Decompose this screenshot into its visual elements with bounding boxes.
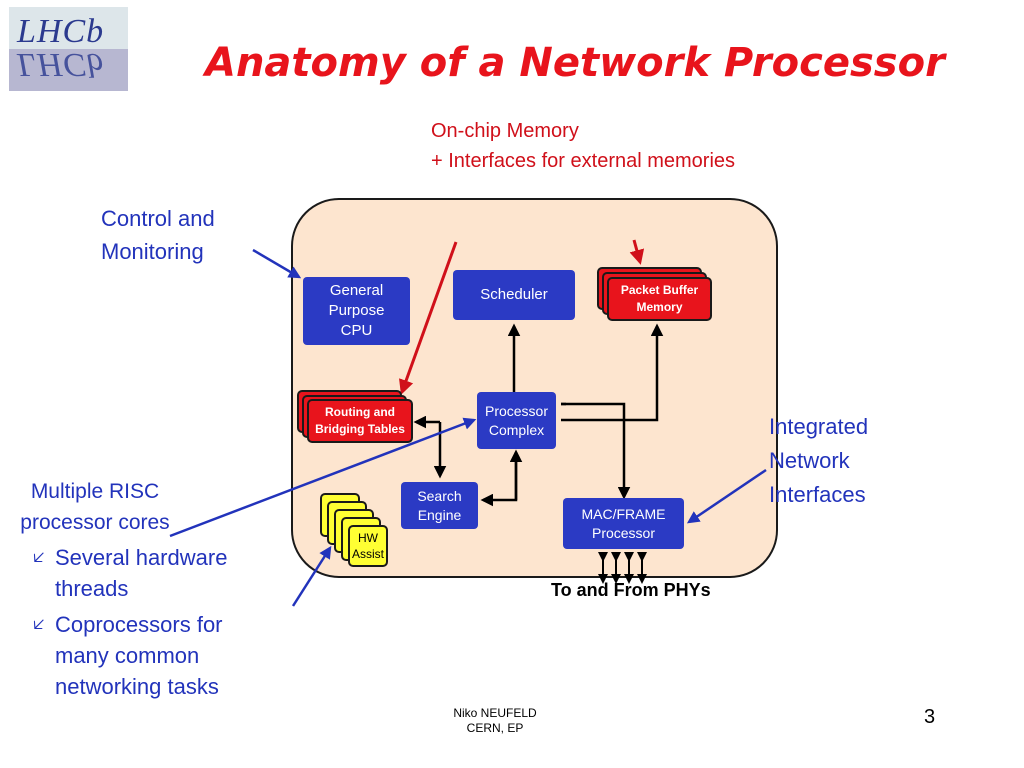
hw-label-line2: Assist [351,547,384,561]
bullet-arrow-icon: 🡧 [33,614,45,634]
logo-band [9,49,128,91]
mac-label-line1: MAC/FRAME [581,505,666,522]
phy-links [598,552,647,584]
packet-buffer-label-line1: Packet Buffer [620,283,699,297]
cpu-label-line3: CPU [340,322,373,339]
general-purpose-cpu-block: General Purpose CPU [303,277,410,345]
bullet-arrow-icon: 🡧 [33,547,45,567]
memory-annotation: On-chip Memory + Interfaces for external… [431,116,735,176]
phys-label: To and From PHYs [551,580,711,600]
integrated-line2: Network [769,448,850,473]
bullet1-line1: Several hardware [55,545,228,570]
control-line2: Monitoring [101,239,204,264]
scheduler-label: Scheduler [480,286,548,303]
integrated-line1: Integrated [769,414,869,439]
link-processor-mac [561,402,631,500]
control-monitoring-annotation: Control and Monitoring [101,202,215,268]
page-number: 3 [924,706,936,728]
scheduler-block: Scheduler [453,270,575,320]
link-routing-search [413,415,447,479]
lhcb-logo: LHCb LHCb [9,7,128,91]
footer-line1: Niko NEUFELD [453,706,537,720]
slide-title: Anatomy of a Network Processor [205,40,945,86]
bullet-coprocessors: 🡧 Coprocessors for many common networkin… [33,609,223,702]
routing-bridging-tables-block: Routing and Bridging Tables [307,399,413,443]
link-processor-packetbuffer [561,323,664,422]
processor-label-line2: Complex [488,421,545,438]
mac-label-line2: Processor [591,524,656,541]
integrated-line3: Interfaces [769,482,866,507]
footer-line2: CERN, EP [466,721,524,735]
memory-annotation-line1: On-chip Memory [431,120,579,142]
risc-line1: Multiple RISC [30,480,160,503]
cpu-label-line2: Purpose [328,302,385,319]
control-line1: Control and [101,206,215,231]
memory-annotation-line2: + Interfaces for external memories [431,150,736,172]
processor-label-line1: Processor [484,402,549,419]
packet-buffer-memory-block: Packet Buffer Memory [607,277,712,321]
routing-label-line1: Routing and [325,405,395,419]
bullet2-line2: many common [55,643,200,668]
risc-cores-annotation: Multiple RISC processor cores [0,476,190,538]
footer-author: Niko NEUFELD CERN, EP [430,706,560,736]
bullet2-line1: Coprocessors for [55,612,223,637]
packet-buffer-label-line2: Memory [636,300,683,314]
cpu-label-line1: General [329,282,384,299]
search-label-line2: Engine [417,506,462,523]
callout-pointers [169,248,767,607]
search-label-line1: Search [417,487,462,504]
search-engine-block: Search Engine [401,482,478,529]
hw-assist-block: HW Assist [348,525,388,567]
processor-complex-block: Processor Complex [477,392,556,449]
mac-frame-processor-block: MAC/FRAME Processor [563,498,684,549]
bullet2-line3: networking tasks [55,674,219,699]
link-processor-search [480,449,523,507]
logo-text: LHCb [17,13,105,50]
memory-pointers [399,239,645,395]
integrated-network-interfaces-annotation: Integrated Network Interfaces [769,410,868,512]
routing-label-line2: Bridging Tables [315,422,405,436]
bullet1-line2: threads [55,576,129,601]
hw-label-line1: HW [357,531,378,545]
risc-line2: processor cores [20,511,170,534]
bullet-hardware-threads: 🡧 Several hardware threads [33,542,227,604]
